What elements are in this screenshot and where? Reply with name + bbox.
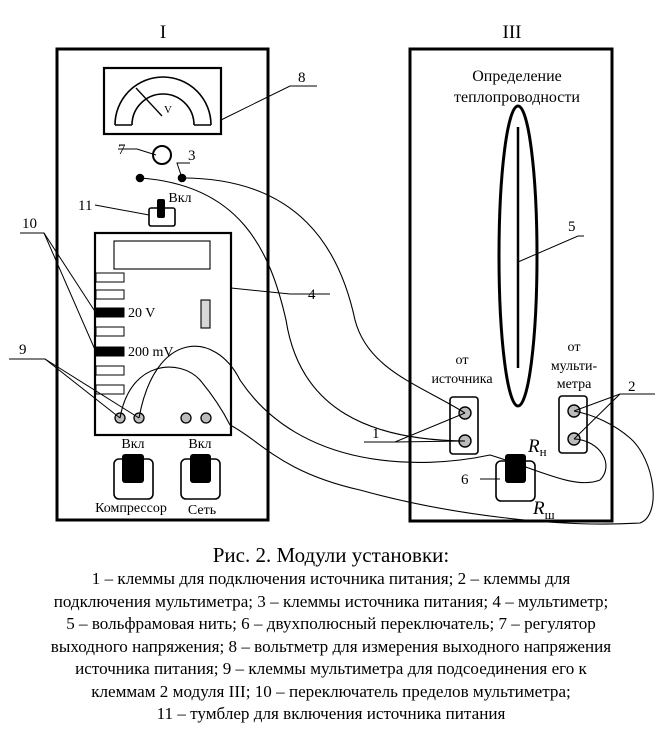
voltmeter-needle bbox=[135, 87, 163, 117]
legend-line: подключения мультиметра; 3 – клеммы исто… bbox=[53, 591, 609, 611]
range-switch[interactable] bbox=[95, 365, 125, 376]
callout-3: 3 bbox=[188, 148, 196, 164]
wire-jack-arc bbox=[119, 366, 231, 426]
module-iii-panel bbox=[408, 47, 614, 523]
multimeter-display bbox=[113, 240, 211, 270]
two-pole-switch[interactable] bbox=[495, 454, 536, 502]
power-toggle[interactable] bbox=[148, 199, 176, 227]
range-label-200mv: 200 mV bbox=[128, 345, 174, 360]
wire-multimeter-to-module3 bbox=[138, 345, 601, 484]
legend-line: 1 – клеммы для подключения источника пит… bbox=[91, 569, 571, 588]
range-switch-20v[interactable] bbox=[95, 307, 125, 318]
wires bbox=[119, 177, 654, 525]
module-iii-title-line1: Определение bbox=[472, 68, 562, 85]
mains-switch[interactable] bbox=[180, 454, 221, 500]
rsh-label: Rш bbox=[532, 498, 555, 522]
toggle-on-label: Вкл bbox=[168, 191, 191, 206]
module-i-panel bbox=[55, 47, 270, 522]
wire-source-to-module3-bottom bbox=[139, 177, 466, 442]
range-switch[interactable] bbox=[95, 384, 125, 395]
callout-9: 9 bbox=[19, 342, 27, 358]
rn-label: Rн bbox=[527, 436, 547, 459]
compressor-label: Компрессор bbox=[95, 501, 167, 516]
figure-title: Рис. 2. Модули установки: bbox=[212, 543, 450, 567]
range-switch[interactable] bbox=[95, 289, 125, 300]
voltmeter-unit: V bbox=[164, 104, 172, 116]
multimeter-jack[interactable] bbox=[200, 412, 212, 424]
compressor-on-label: Вкл bbox=[121, 437, 144, 452]
voltmeter: V bbox=[102, 66, 223, 136]
range-switch-200mv[interactable] bbox=[95, 346, 125, 357]
legend-line: выходного напряжения; 8 – вольтметр для … bbox=[50, 636, 612, 656]
module-iii-label: III bbox=[503, 22, 522, 43]
mains-label: Сеть bbox=[188, 503, 216, 518]
voltage-regulator-knob[interactable] bbox=[152, 145, 172, 165]
callout-11: 11 bbox=[78, 198, 92, 214]
from-source-label-2: источника bbox=[431, 372, 493, 387]
callout-6: 6 bbox=[461, 472, 469, 488]
compressor-switch[interactable] bbox=[113, 454, 154, 500]
range-switch[interactable] bbox=[95, 326, 125, 337]
callout-2: 2 bbox=[628, 379, 636, 395]
mains-on-label: Вкл bbox=[188, 437, 211, 452]
legend-line: клеммам 2 модуля III; 10 – переключатель… bbox=[91, 681, 571, 701]
legend-line: 5 – вольфрамовая нить; 6 – двухполюсный … bbox=[66, 614, 596, 633]
wire-terminal2-bottom bbox=[573, 438, 607, 481]
from-multimeter-label-2: мульти- bbox=[551, 359, 598, 374]
multimeter-jack[interactable] bbox=[180, 412, 192, 424]
range-label-20v: 20 V bbox=[128, 306, 155, 321]
legend-line: 11 – тумблер для включения источника пит… bbox=[156, 704, 506, 723]
from-multimeter-label-3: метра bbox=[557, 377, 592, 392]
callout-leaders bbox=[9, 85, 655, 480]
figure-legend: 1 – клеммы для подключения источника пит… bbox=[0, 568, 662, 726]
range-switch-group[interactable] bbox=[95, 272, 125, 395]
callout-1: 1 bbox=[372, 426, 380, 442]
module-iii-title-line2: теплопроводности bbox=[454, 89, 580, 106]
from-source-label-1: от bbox=[456, 353, 469, 368]
wire-multimeter-to-module3-return bbox=[229, 410, 654, 525]
callout-4: 4 bbox=[308, 287, 316, 303]
range-switch[interactable] bbox=[95, 272, 125, 283]
module-i-label: I bbox=[160, 22, 166, 43]
callout-7: 7 bbox=[118, 142, 126, 158]
multimeter-indicator bbox=[200, 299, 211, 329]
callout-10: 10 bbox=[22, 216, 37, 232]
legend-line: источника питания; 9 – клеммы мультиметр… bbox=[75, 659, 587, 678]
from-multimeter-label-1: от bbox=[568, 340, 581, 355]
wire-source-to-module3-top bbox=[181, 177, 466, 414]
callout-5: 5 bbox=[568, 219, 576, 235]
callout-8: 8 bbox=[298, 70, 306, 86]
setup-diagram: I III V Вкл 20 V 200 mV Вкл bbox=[9, 22, 655, 525]
